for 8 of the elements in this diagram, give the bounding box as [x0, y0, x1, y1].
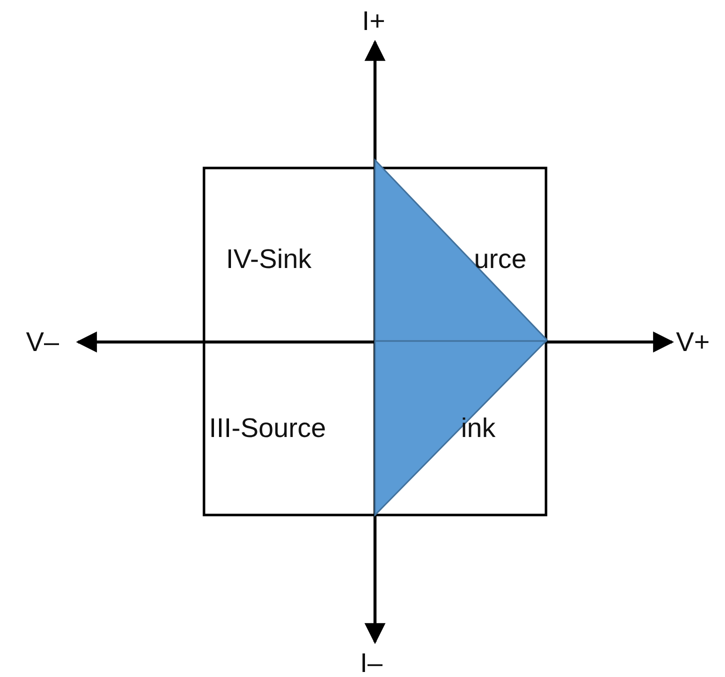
quadrant-label: urce — [474, 246, 527, 273]
axis-label: V– — [26, 329, 60, 356]
quadrant-label: III-Source — [209, 415, 326, 442]
axis-label: I– — [360, 650, 383, 677]
quadrant-label: IV-Sink — [226, 246, 312, 273]
quadrant-label: ink — [461, 415, 496, 442]
axis-label: I+ — [362, 8, 386, 35]
axis-label: V+ — [676, 329, 710, 356]
